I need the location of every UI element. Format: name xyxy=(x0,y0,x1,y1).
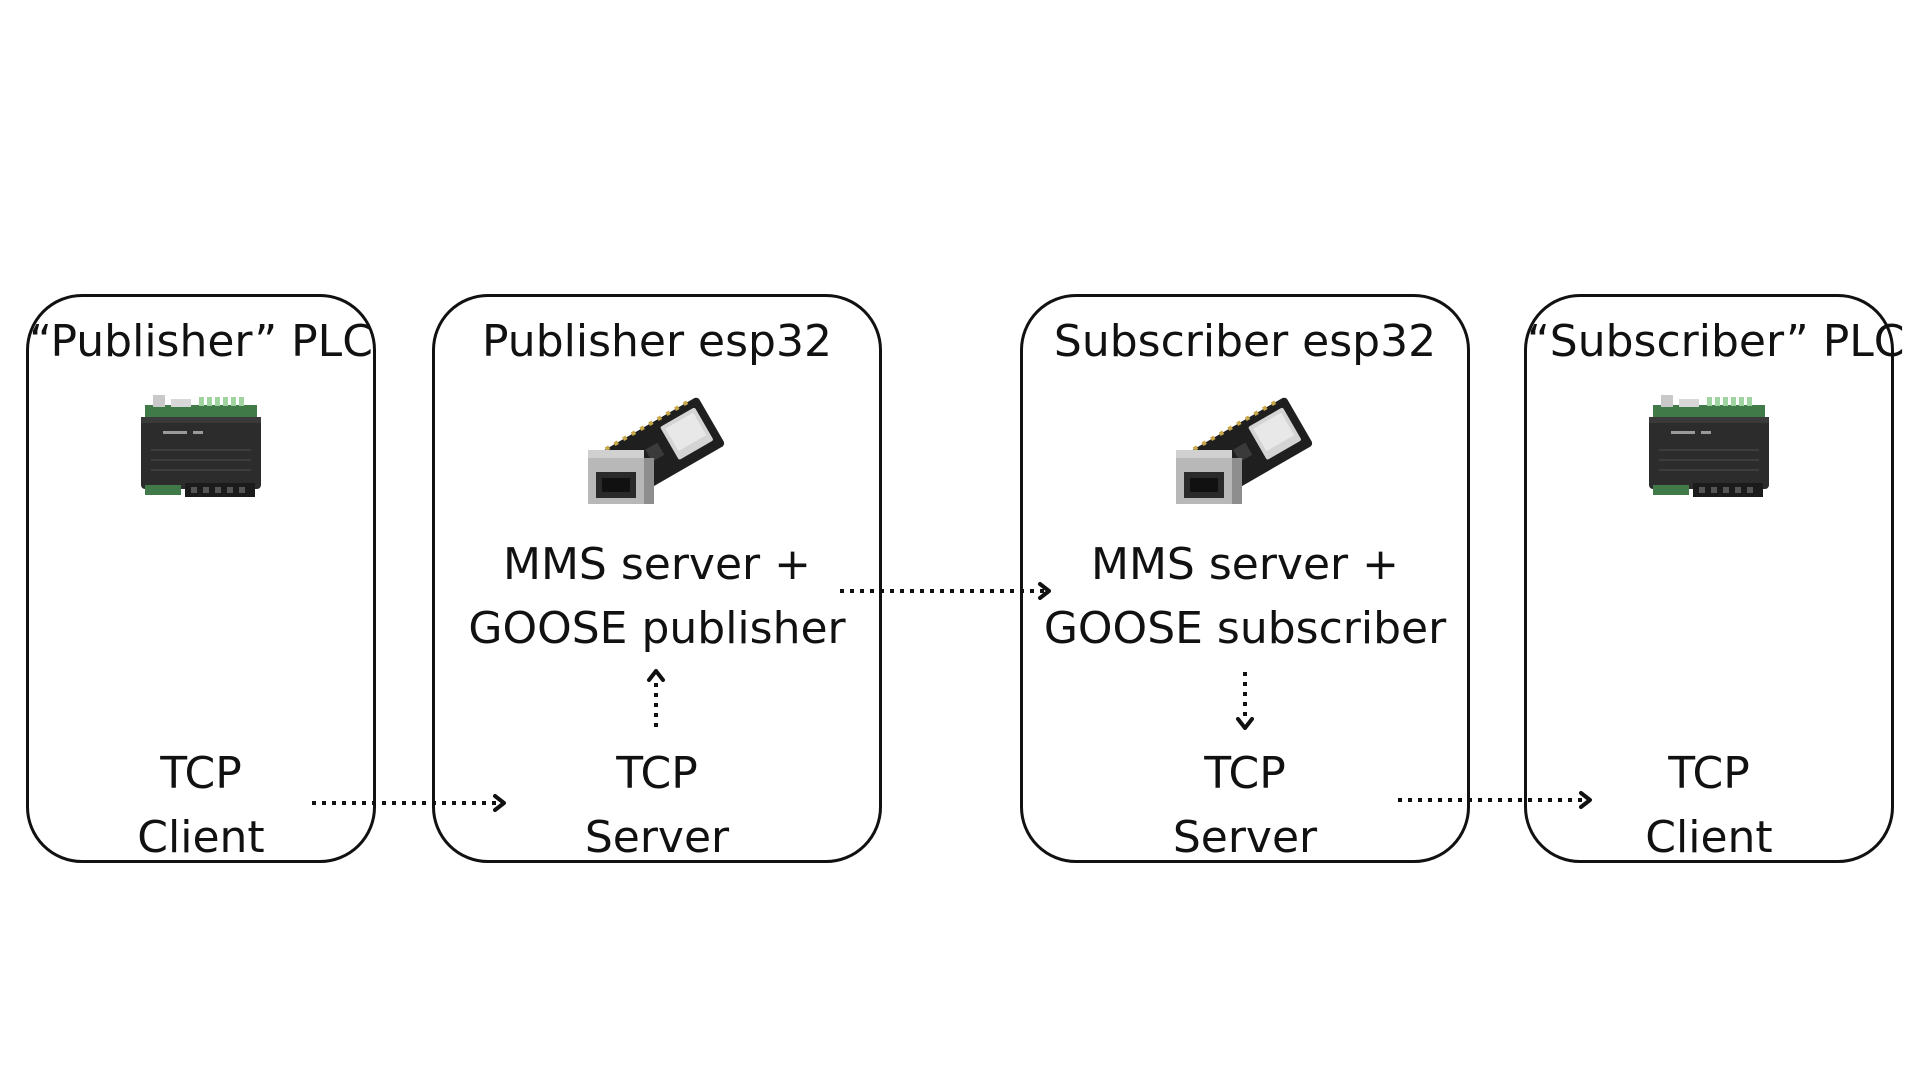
esp32-ethernet-board-icon xyxy=(588,394,726,505)
publisher-plc-client-label: Client xyxy=(137,812,265,863)
subscriber-plc-box: “Subscriber” PLC TCP Client xyxy=(1524,294,1905,863)
subscriber-plc-client-label: Client xyxy=(1645,812,1773,863)
subscriber-plc-title: “Subscriber” PLC xyxy=(1527,316,1905,367)
plc-controller-icon xyxy=(141,395,261,497)
subscriber-esp32-box: Subscriber esp32 MMS server + GOOSE subs… xyxy=(1020,294,1470,863)
subscriber-esp32-tcp-label: TCP xyxy=(1204,748,1286,799)
publisher-plc-box: “Publisher” PLC TCP Client xyxy=(26,294,376,863)
subscriber-esp32-goose-label: GOOSE subscriber xyxy=(1043,603,1447,654)
subscriber-esp32-title: Subscriber esp32 xyxy=(1053,316,1437,367)
publisher-esp32-goose-label: GOOSE publisher xyxy=(468,603,846,654)
esp32-ethernet-board-icon xyxy=(1176,394,1314,505)
subscriber-esp32-mms-label: MMS server + xyxy=(1091,539,1399,590)
publisher-plc-title: “Publisher” PLC xyxy=(29,316,373,367)
publisher-esp32-server-label: Server xyxy=(584,812,730,863)
publisher-esp32-box: Publisher esp32 MMS server + GOOSE publi… xyxy=(432,294,882,863)
publisher-esp32-title: Publisher esp32 xyxy=(482,316,832,367)
subscriber-esp32-server-label: Server xyxy=(1172,812,1318,863)
subscriber-plc-tcp-label: TCP xyxy=(1668,748,1750,799)
publisher-esp32-tcp-label: TCP xyxy=(616,748,698,799)
plc-controller-icon xyxy=(1649,395,1769,497)
publisher-plc-tcp-label: TCP xyxy=(160,748,242,799)
publisher-esp32-mms-label: MMS server + xyxy=(503,539,811,590)
